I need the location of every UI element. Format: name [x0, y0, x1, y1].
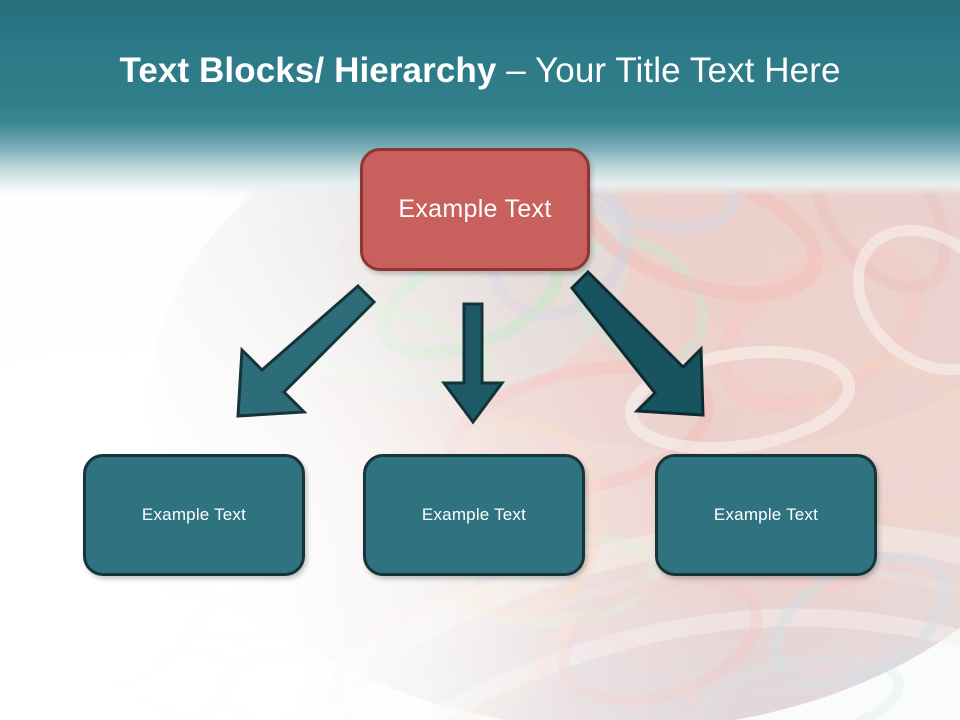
node-parent[interactable]: Example Text [360, 148, 590, 271]
node-child-3-label: Example Text [713, 505, 819, 524]
node-child-1-label: Example Text [141, 505, 247, 524]
node-child-2-label: Example Text [421, 505, 527, 524]
node-child-3[interactable]: Example Text [655, 454, 877, 576]
node-child-2[interactable]: Example Text [363, 454, 585, 576]
page-title-separator: – [496, 51, 536, 90]
page-title-regular: Your Title Text Here [535, 51, 841, 90]
node-child-1[interactable]: Example Text [83, 454, 305, 576]
node-parent-label: Example Text [398, 195, 552, 223]
page-title: Text Blocks/ Hierarchy – Your Title Text… [0, 49, 960, 93]
page-title-bold: Text Blocks/ Hierarchy [119, 51, 497, 90]
